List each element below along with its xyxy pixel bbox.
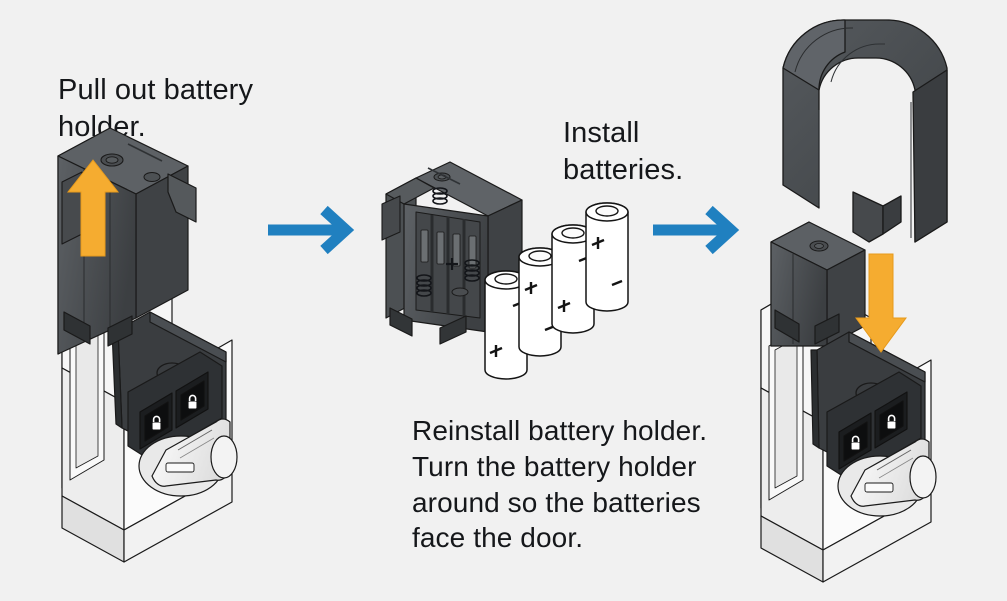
illustration-step-2-holder-and-batteries [380,160,630,400]
thumbturn-knob[interactable] [138,418,238,497]
arrow-right-icon [268,205,355,255]
battery-spring [416,274,432,297]
illustration-step-1-lock-holder-raised [0,127,300,563]
padlock-icon [151,415,162,431]
transition-arrow-step-1-to-2 [266,198,376,262]
arrow-right-icon [653,205,740,255]
battery-holder-raised[interactable] [57,127,197,355]
battery-plus-mark [489,345,503,357]
battery-spring-group [416,187,480,297]
thumbturn-knob[interactable] [837,438,937,517]
battery-group[interactable] [484,202,629,380]
lock-button-right[interactable] [175,371,209,429]
motion-arrow-down [855,253,907,353]
battery-holder-detached[interactable] [381,161,523,345]
battery-plus-mark [557,300,571,312]
padlock-icon [886,414,897,430]
lock-button-left[interactable] [139,392,173,450]
battery-minus-mark [611,279,623,287]
padlock-icon [850,435,861,451]
caption-step-2: Install batteries. [563,117,684,187]
illustration-step-3-lock-holder-reinstall [735,10,1007,583]
lock-button-left[interactable] [838,412,872,470]
padlock-icon [187,394,198,410]
battery-spring [464,259,480,282]
motion-arrow-up [66,159,120,257]
battery-holder-inverted[interactable] [782,19,948,243]
battery-cell-2[interactable] [518,247,562,357]
battery-spring [432,187,448,205]
battery-cell-1[interactable] [484,270,528,380]
caption-step-3: Reinstall battery holder. Turn the batte… [412,415,708,554]
lock-button-right[interactable] [874,391,908,449]
caption-step-1: Pull out battery holder. [58,74,254,144]
battery-cell-4[interactable] [585,202,629,312]
battery-plus-mark [524,282,538,294]
polarity-marker-plus [446,258,458,270]
battery-holder-seated-stub [770,221,866,347]
battery-plus-mark [591,237,605,249]
battery-cell-3[interactable] [551,224,595,334]
transition-arrow-step-2-to-3 [651,198,761,262]
